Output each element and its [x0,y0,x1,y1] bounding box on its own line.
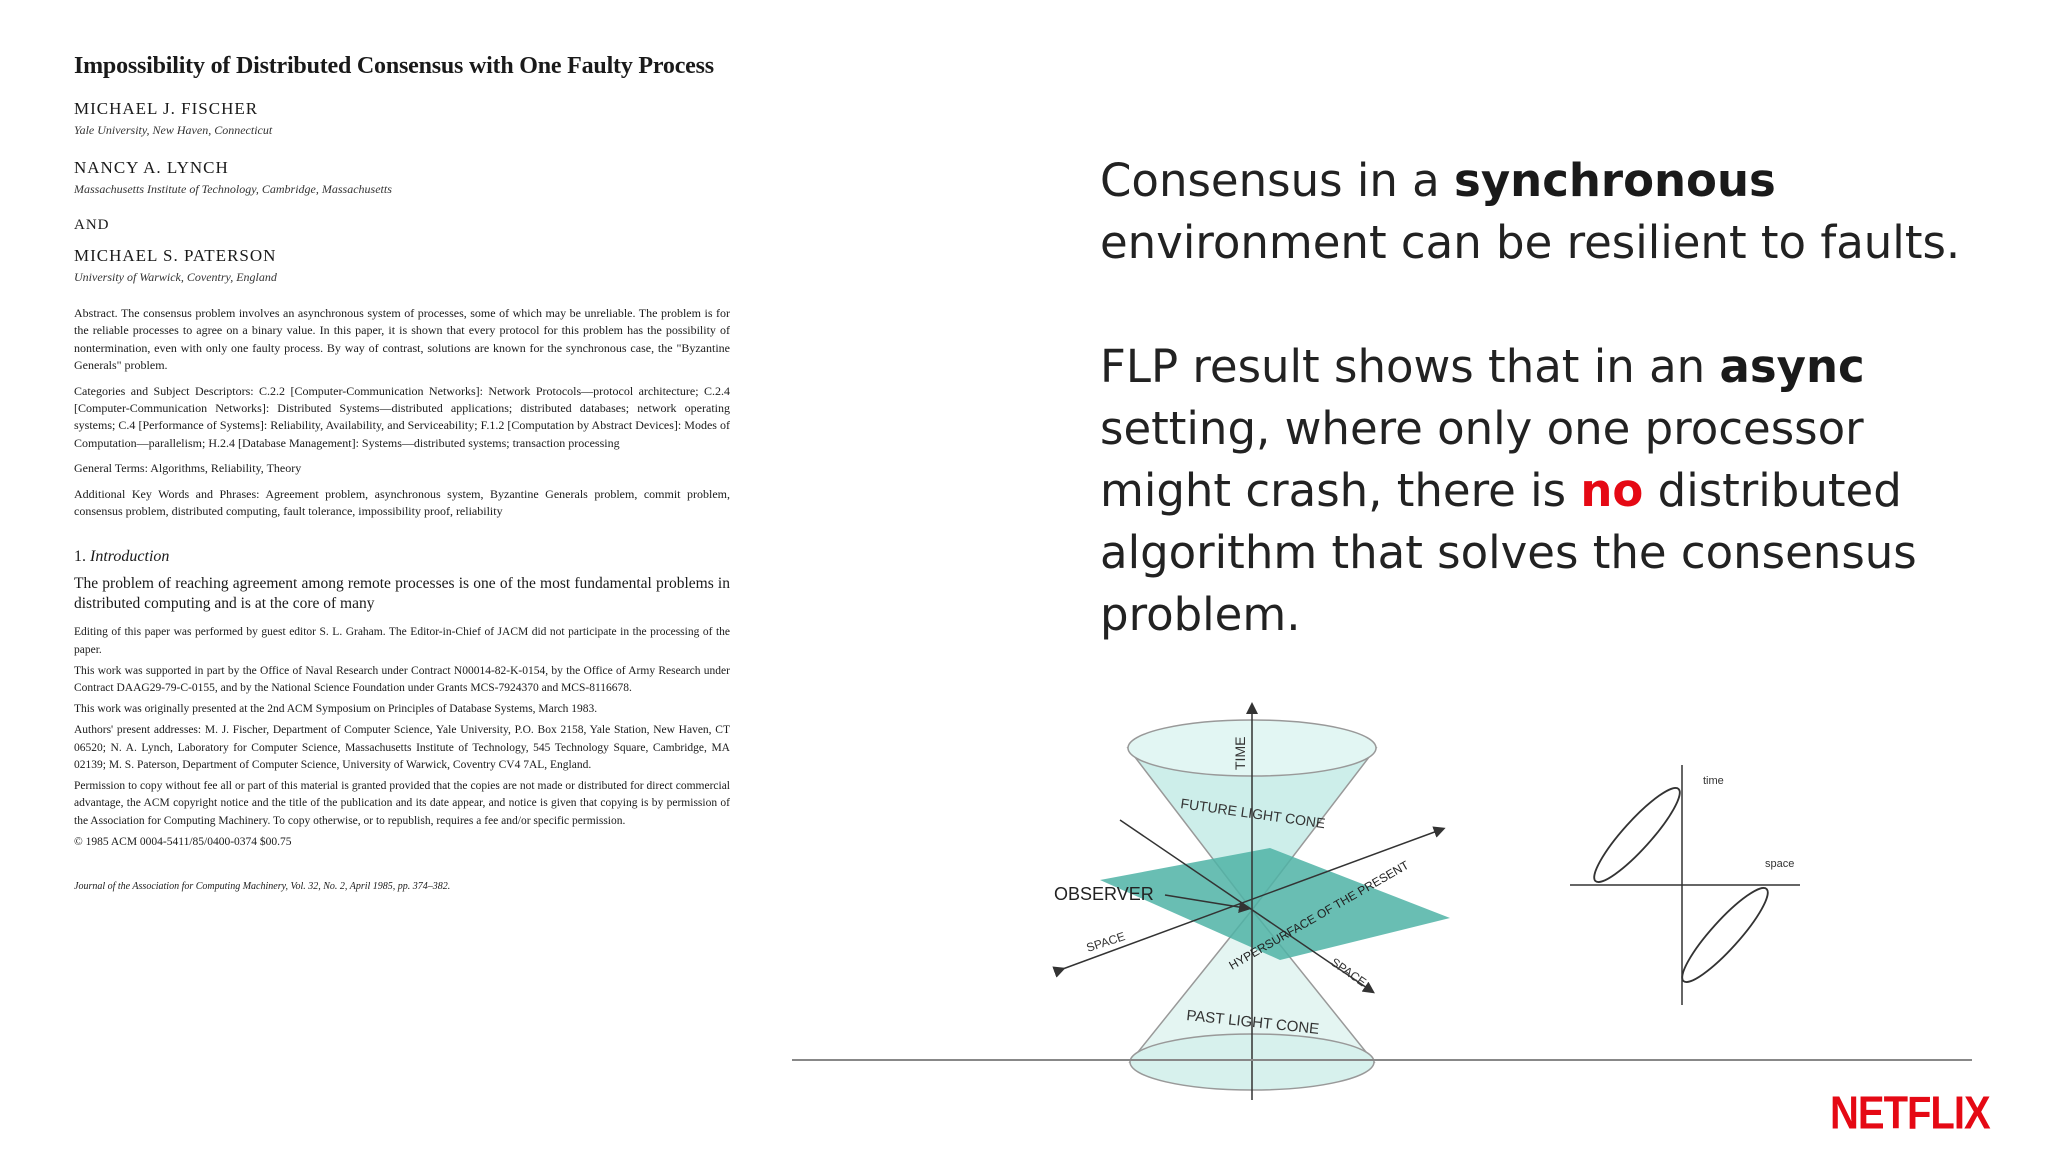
intro-text: The problem of reaching agreement among … [74,575,730,613]
emphasis-async: async [1719,340,1865,393]
text-span: might crash, there is [1100,464,1581,517]
light-cone-diagram: TIME FUTURE LIGHT CONE OBSERVER SPACE SP… [1052,702,1450,1100]
intro-number: 1. [74,548,86,566]
spacetime-diagram: time space [1570,765,1800,1005]
footnote: Authors' present addresses: M. J. Fische… [74,724,730,771]
text-span: environment can be resilient to faults. [1100,216,1961,269]
paper-categories: Categories and Subject Descriptors: C.2.… [74,383,730,450]
author-name: MICHAEL S. PATERSON [74,246,277,265]
author-affiliation: Yale University, New Haven, Connecticut [74,123,273,137]
observer-label: OBSERVER [1054,884,1154,904]
emphasis-synchronous: synchronous [1454,154,1776,207]
paper-page: Impossibility of Distributed Consensus w… [70,48,730,1138]
footnote: This work was supported in part by the O… [74,664,730,695]
text-span: algorithm that solves the consensus [1100,526,1917,579]
text-span: Consensus in a [1100,154,1455,207]
intro-title: Introduction [90,548,170,566]
author-affiliation: Massachusetts Institute of Technology, C… [74,182,392,196]
worldline-loop-lower [1681,887,1769,983]
text-span: distributed [1643,464,1902,517]
footnote: Editing of this paper was performed by g… [74,626,730,656]
author-name: NANCY A. LYNCH [74,158,229,177]
observer-pointer [1164,894,1251,913]
space-label-left: SPACE [1085,929,1127,955]
text-span: FLP result shows that in an [1100,340,1720,393]
paper-general-terms: General Terms: Algorithms, Reliability, … [74,461,302,476]
intro-heading: 1. Introduction [74,548,730,566]
paper-keywords: Additional Key Words and Phrases: Agreem… [74,486,730,519]
flp-statement: FLP result shows that in an async settin… [1100,336,2000,646]
worldline-loop-upper [1593,787,1681,883]
copyright-line: © 1985 ACM 0004-5411/85/0400-0374 $00.75 [74,835,292,848]
netflix-logo: NETFLIX [1830,1088,1991,1139]
time-label: TIME [1232,737,1248,770]
journal-citation: Journal of the Association for Computing… [74,880,451,892]
author-name: MICHAEL J. FISCHER [74,99,259,118]
text-span: problem. [1100,588,1301,641]
footnote: This work was originally presented at th… [74,703,598,716]
sync-statement: Consensus in a synchronous environment c… [1100,150,2000,274]
paper-abstract: Abstract. The consensus problem involves… [74,306,730,373]
and-label: AND [74,217,110,233]
space-axis [1052,826,1446,978]
time-label: time [1703,775,1724,787]
footnote: Permission to copy without fee all or pa… [74,780,730,827]
text-span: setting, where only one processor [1100,402,1864,455]
space-label: space [1765,858,1794,870]
space-label-right: SPACE [1328,955,1369,989]
paper-title: Impossibility of Distributed Consensus w… [74,53,714,79]
author-affiliation: University of Warwick, Coventry, England [74,270,277,284]
emphasis-no: no [1580,464,1644,517]
divider-line [792,1059,1972,1061]
slide-text: Consensus in a synchronous environment c… [1100,150,2000,646]
